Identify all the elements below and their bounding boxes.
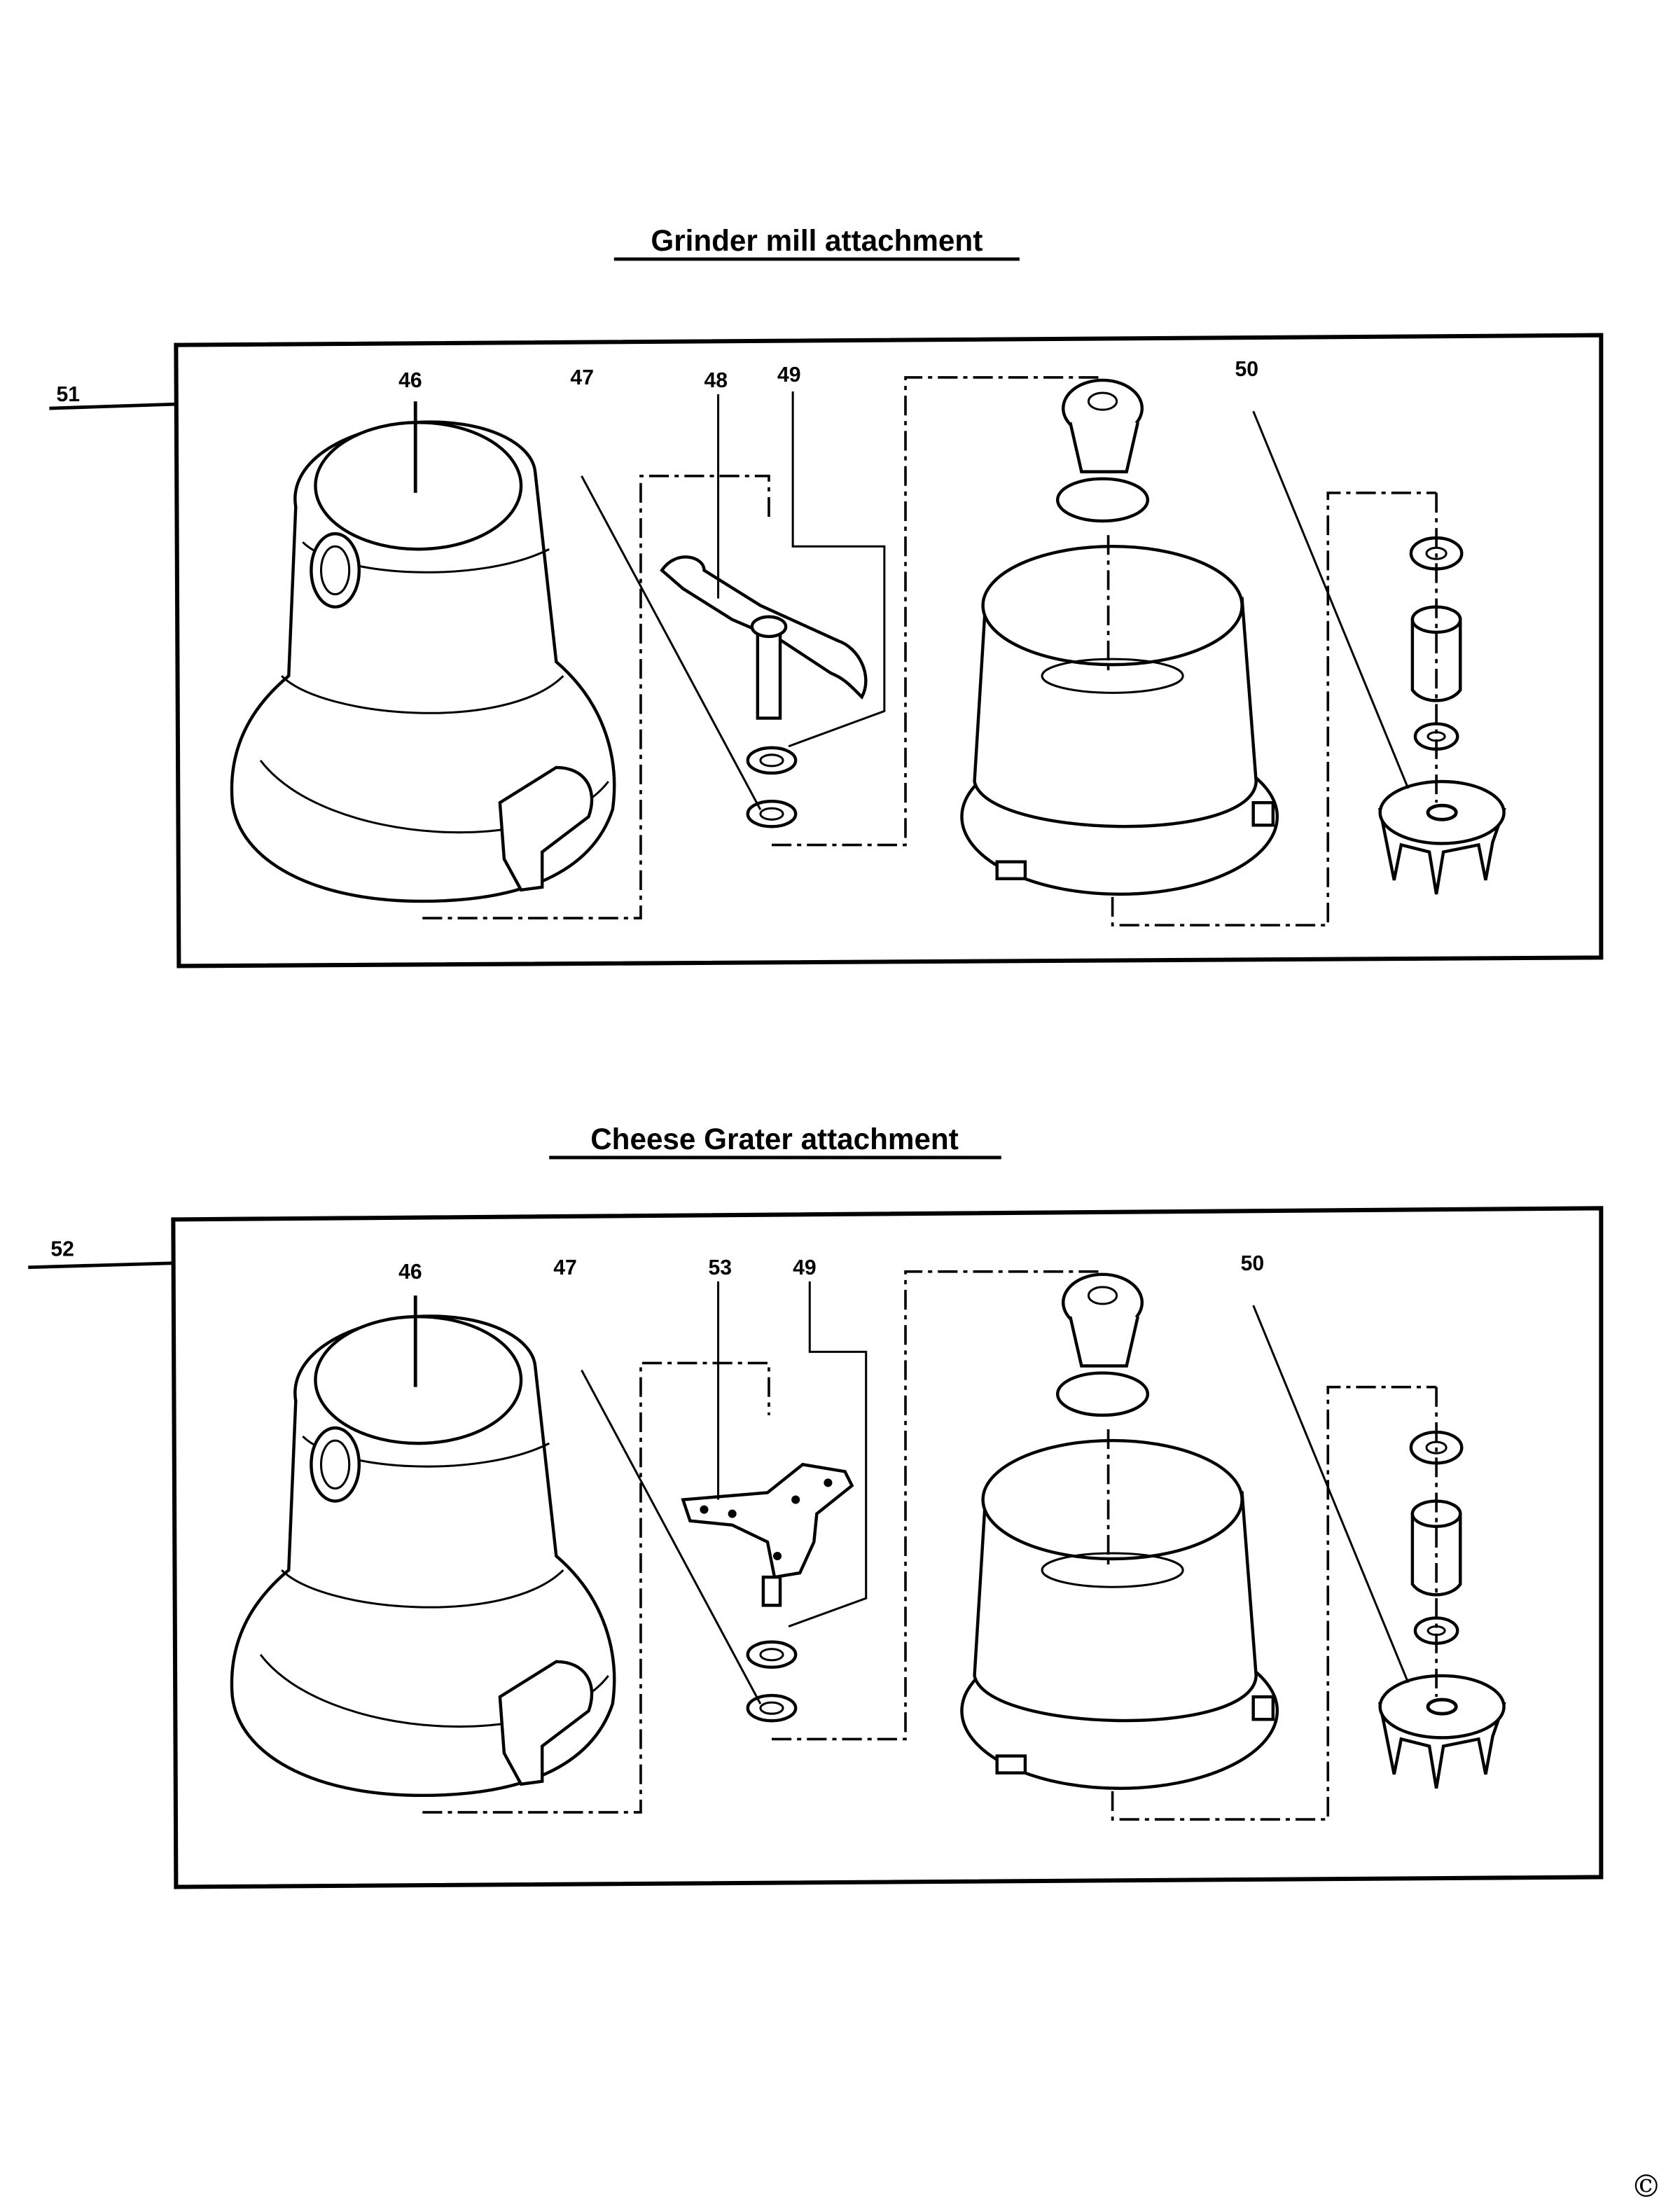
part-label-49: 49 (793, 1256, 817, 1279)
part-label-46: 46 (398, 369, 422, 392)
assembly-label: 51 (56, 383, 80, 406)
part-label-46: 46 (398, 1261, 422, 1284)
housing-part (232, 1296, 614, 1796)
assembly-line (1111, 491, 1437, 926)
part-label-50: 50 (1241, 1252, 1265, 1275)
part-label-49: 49 (777, 363, 801, 387)
part-label-48: 48 (704, 369, 728, 392)
part-label-53: 53 (708, 1256, 732, 1279)
part-label-47: 47 (570, 366, 594, 389)
part-label-50: 50 (1235, 358, 1259, 381)
coupler-part (1254, 1305, 1504, 1789)
bowl-part (962, 380, 1277, 894)
coupler-part (1254, 411, 1504, 894)
copyright-symbol: © (1631, 2169, 1662, 2204)
bowl-part (962, 1275, 1277, 1789)
assembly-line (771, 1270, 1103, 1741)
assembly-label: 52 (50, 1238, 74, 1261)
blade-part (660, 391, 886, 748)
assembly-leader (49, 402, 176, 410)
section-cheese-grater: Cheese Grater attachment 52 46 47 53 49 … (28, 1123, 1604, 1889)
section-title: Grinder mill attachment (651, 224, 983, 257)
grater-disc-part (681, 1281, 868, 1627)
housing-part (232, 401, 614, 901)
assembly-leader (28, 1261, 174, 1270)
assembly-frame (174, 333, 1604, 968)
assembly-line (422, 1361, 770, 1814)
assembly-line (1111, 1385, 1437, 1821)
section-grinder-mill: Grinder mill attachment 51 46 47 48 49 5… (49, 224, 1604, 968)
assembly-frame (171, 1206, 1604, 1889)
assembly-line (422, 474, 770, 919)
assembly-line (771, 376, 1103, 847)
section-title: Cheese Grater attachment (590, 1123, 959, 1155)
part-label-47: 47 (553, 1256, 577, 1279)
